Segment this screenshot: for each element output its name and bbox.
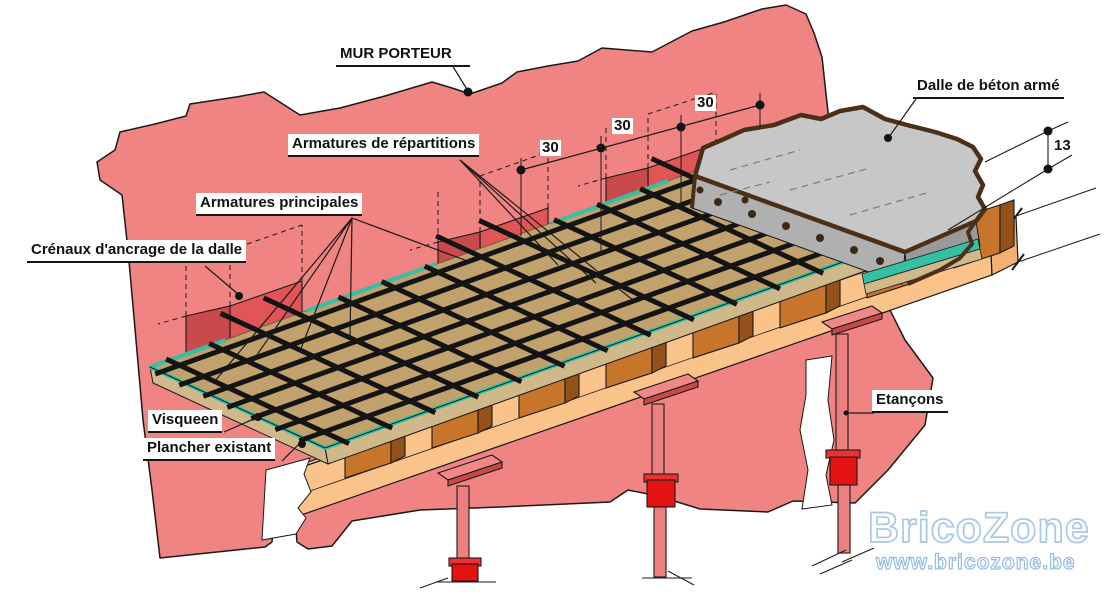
prop-right [811,305,884,575]
beam-extension-lines [1009,187,1101,271]
dim-30-3: 30 [695,94,716,111]
dim-30-2: 30 [612,117,633,134]
label-visqueen: Visqueen [148,410,223,433]
wall-torn-gap [799,355,835,510]
dim-30-1: 30 [540,139,561,156]
props [419,305,884,589]
leader-dots [235,87,892,448]
label-etancons: Etançons [872,390,948,413]
label-plancher-existant: Plancher existant [143,438,276,461]
rebar-ends [696,186,884,265]
label-dalle-beton: Dalle de béton armé [913,76,1064,99]
watermark-logo: BricoZone [867,503,1090,553]
label-mur-porteur: MUR PORTEUR [336,44,470,67]
label-armatures-repartitions: Armatures de répartitions [288,134,480,157]
leader-lines [204,64,917,462]
concrete-slab [690,104,988,295]
spacing-dimension [516,93,765,252]
watermark-url: www.bricozone.be [875,550,1076,574]
thickness-dimension [947,121,1073,231]
beam-break [261,457,312,541]
prop-left [419,454,504,589]
dim-13: 13 [1052,137,1073,154]
label-armatures-principales: Armatures principales [196,193,363,216]
prop-middle [632,373,700,586]
label-crenaux: Crénaux d'ancrage de la dalle [27,240,247,263]
